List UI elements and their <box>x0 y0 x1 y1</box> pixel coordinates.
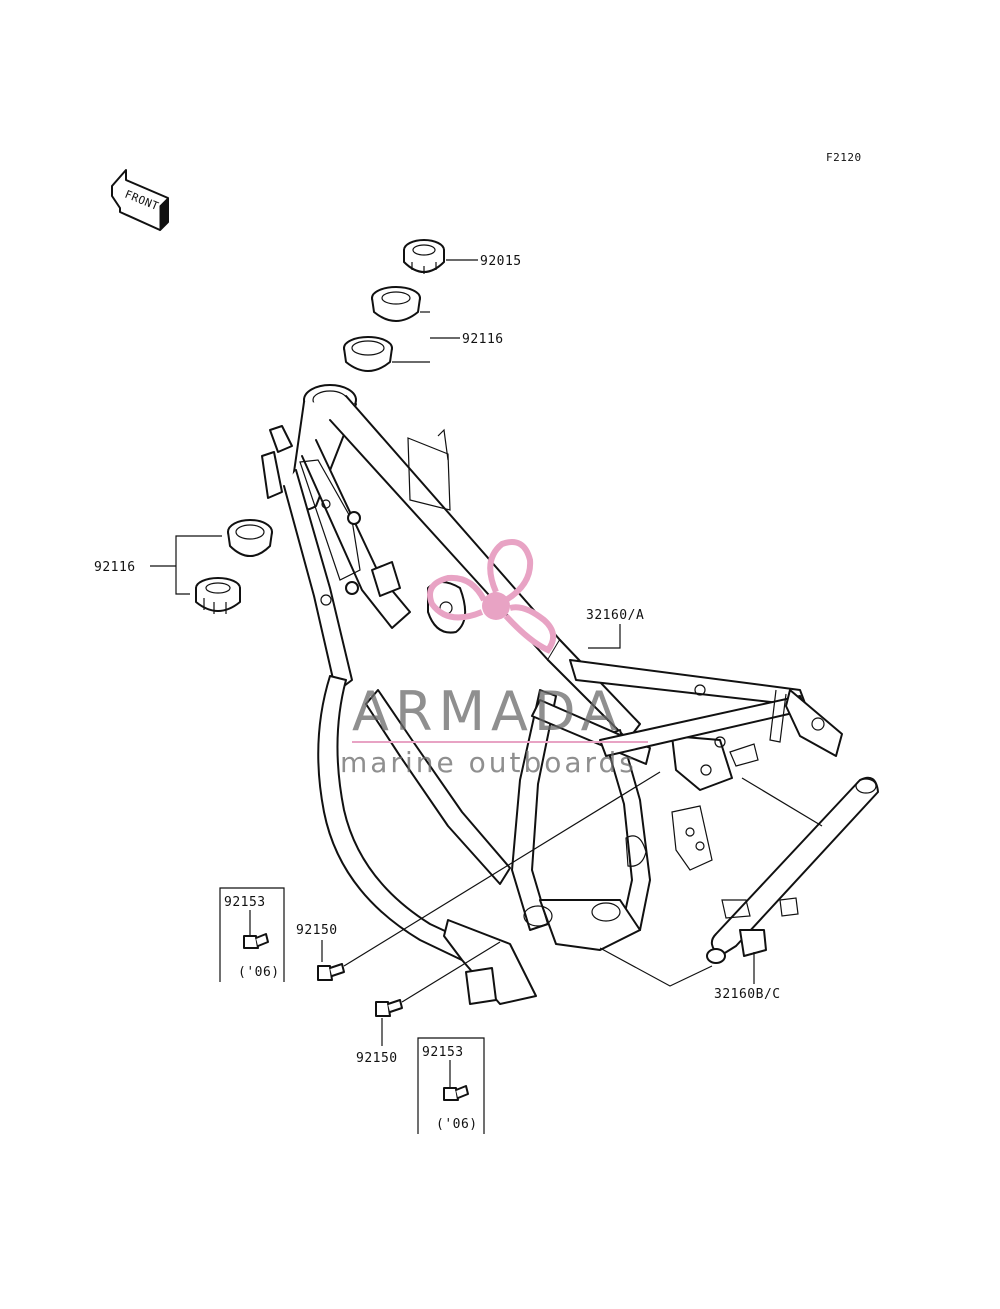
inset-2-note: ('06) <box>436 1117 478 1132</box>
leader-92150-b-line <box>401 941 501 1003</box>
rear-subframe-bc <box>706 776 879 964</box>
upper-bearing <box>371 286 421 322</box>
leader-92116-left <box>175 535 222 595</box>
inset-2-part: 92153 <box>422 1045 464 1060</box>
steering-nut <box>403 239 445 274</box>
leader-92150-a-line <box>343 771 661 967</box>
bolt-92150-a <box>317 963 345 981</box>
lower-race <box>227 519 273 557</box>
callout-92015: 92015 <box>480 254 522 269</box>
watermark: ARMADA marine outboards <box>340 539 648 779</box>
callout-92116-top: 92116 <box>462 332 504 347</box>
inset-1-bolt <box>243 935 259 949</box>
inset-1-part: 92153 <box>224 895 266 910</box>
inset-2-bolt <box>443 1087 459 1101</box>
inset-box-2: 92153 ('06) <box>417 1037 485 1134</box>
leader-32160a <box>588 624 621 649</box>
front-arrow-icon: FRONT <box>111 169 169 232</box>
callout-32160bc: 32160B/C <box>714 987 781 1002</box>
callout-92150-b: 92150 <box>356 1051 398 1066</box>
upper-race <box>343 336 393 372</box>
leader-32160bc-a <box>599 947 713 987</box>
lower-bearing <box>195 577 241 614</box>
callout-92150-a: 92150 <box>296 923 338 938</box>
rear-subframe-a <box>531 659 843 767</box>
watermark-tagline: marine outboards <box>340 746 637 779</box>
propeller-logo-icon <box>427 539 557 654</box>
inset-box-1: 92153 ('06) <box>219 887 285 982</box>
callout-92116-left: 92116 <box>94 560 136 575</box>
leader-32160bc-c <box>741 777 823 827</box>
callout-32160a: 32160/A <box>586 608 644 623</box>
watermark-brand: ARMADA <box>352 680 624 743</box>
figure-code: F2120 <box>826 151 862 164</box>
inset-1-note: ('06) <box>238 965 280 980</box>
bolt-92150-b <box>375 999 403 1017</box>
main-frame <box>261 384 733 1005</box>
